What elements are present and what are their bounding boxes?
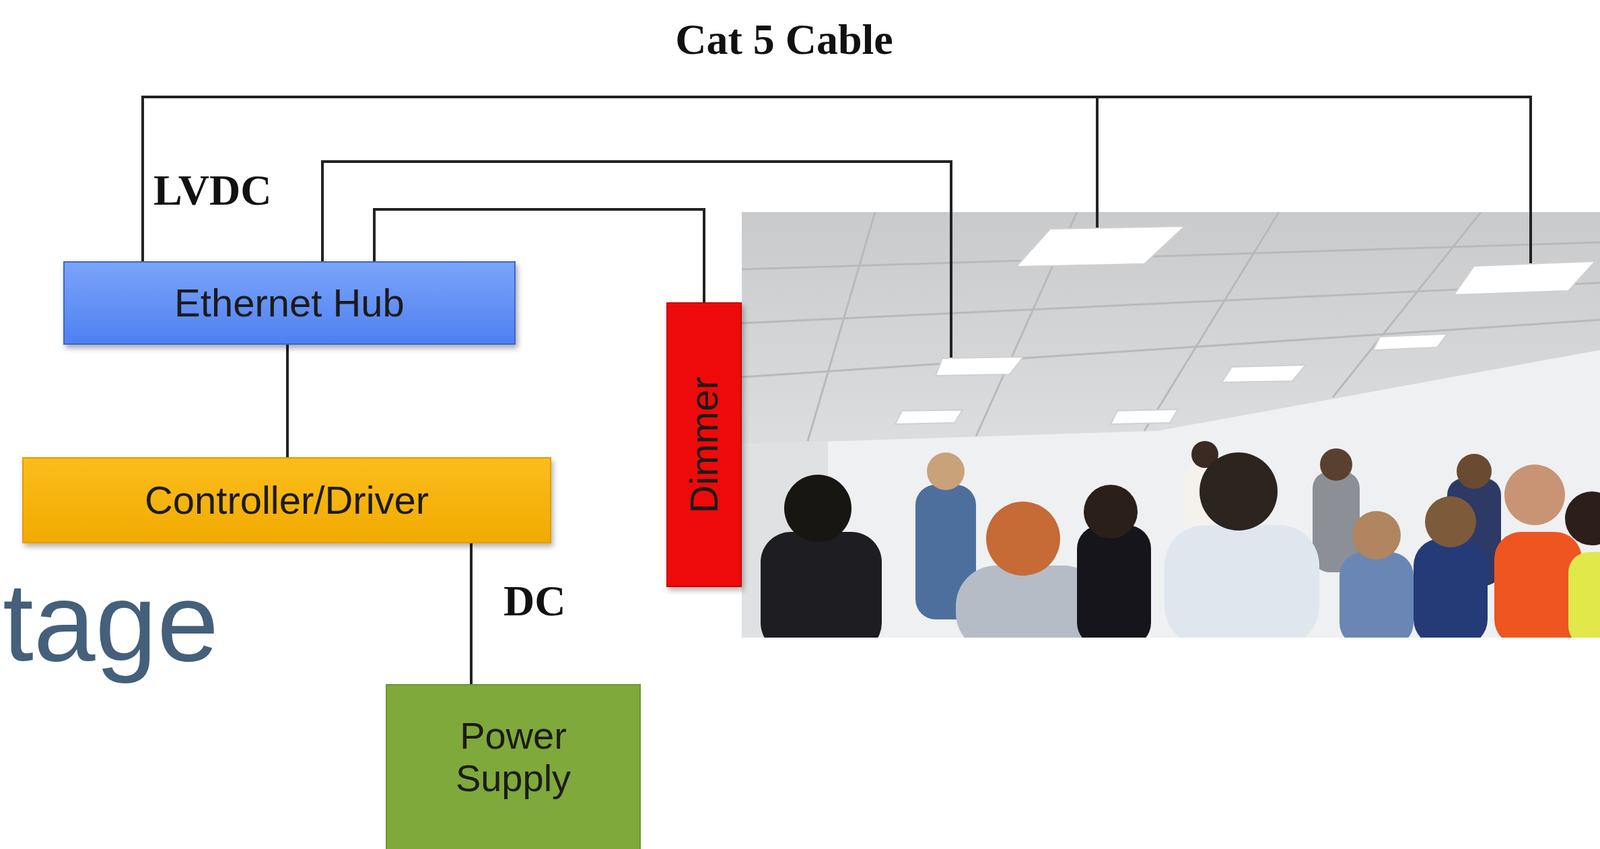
- cable-wire: [1095, 96, 1099, 228]
- power-supply-box: Power Supply: [385, 683, 641, 849]
- heading-fragment: tage: [2, 566, 219, 678]
- hub-box: Ethernet Hub: [63, 261, 516, 345]
- box-label: Dimmer: [682, 376, 727, 513]
- wire-group: [142, 96, 1531, 358]
- people: [760, 440, 1600, 638]
- ceiling-grid: [741, 212, 1600, 441]
- dimmer-box: Dimmer: [666, 302, 742, 587]
- wire-connector: [286, 344, 289, 458]
- cable-label: Cat 5 Cable: [675, 16, 894, 64]
- voltage-label: LVDC: [153, 166, 272, 215]
- edge-label: DC: [503, 577, 566, 625]
- box-label: Power Supply: [429, 714, 598, 799]
- wire-connector: [469, 543, 473, 684]
- photo-content: [741, 212, 1600, 638]
- box-label: Controller/Driver: [144, 478, 429, 523]
- cable-wire: [142, 96, 1531, 264]
- ceiling-lights: [895, 226, 1596, 425]
- controller-box: Controller/Driver: [22, 457, 552, 544]
- box-label: Ethernet Hub: [174, 281, 405, 326]
